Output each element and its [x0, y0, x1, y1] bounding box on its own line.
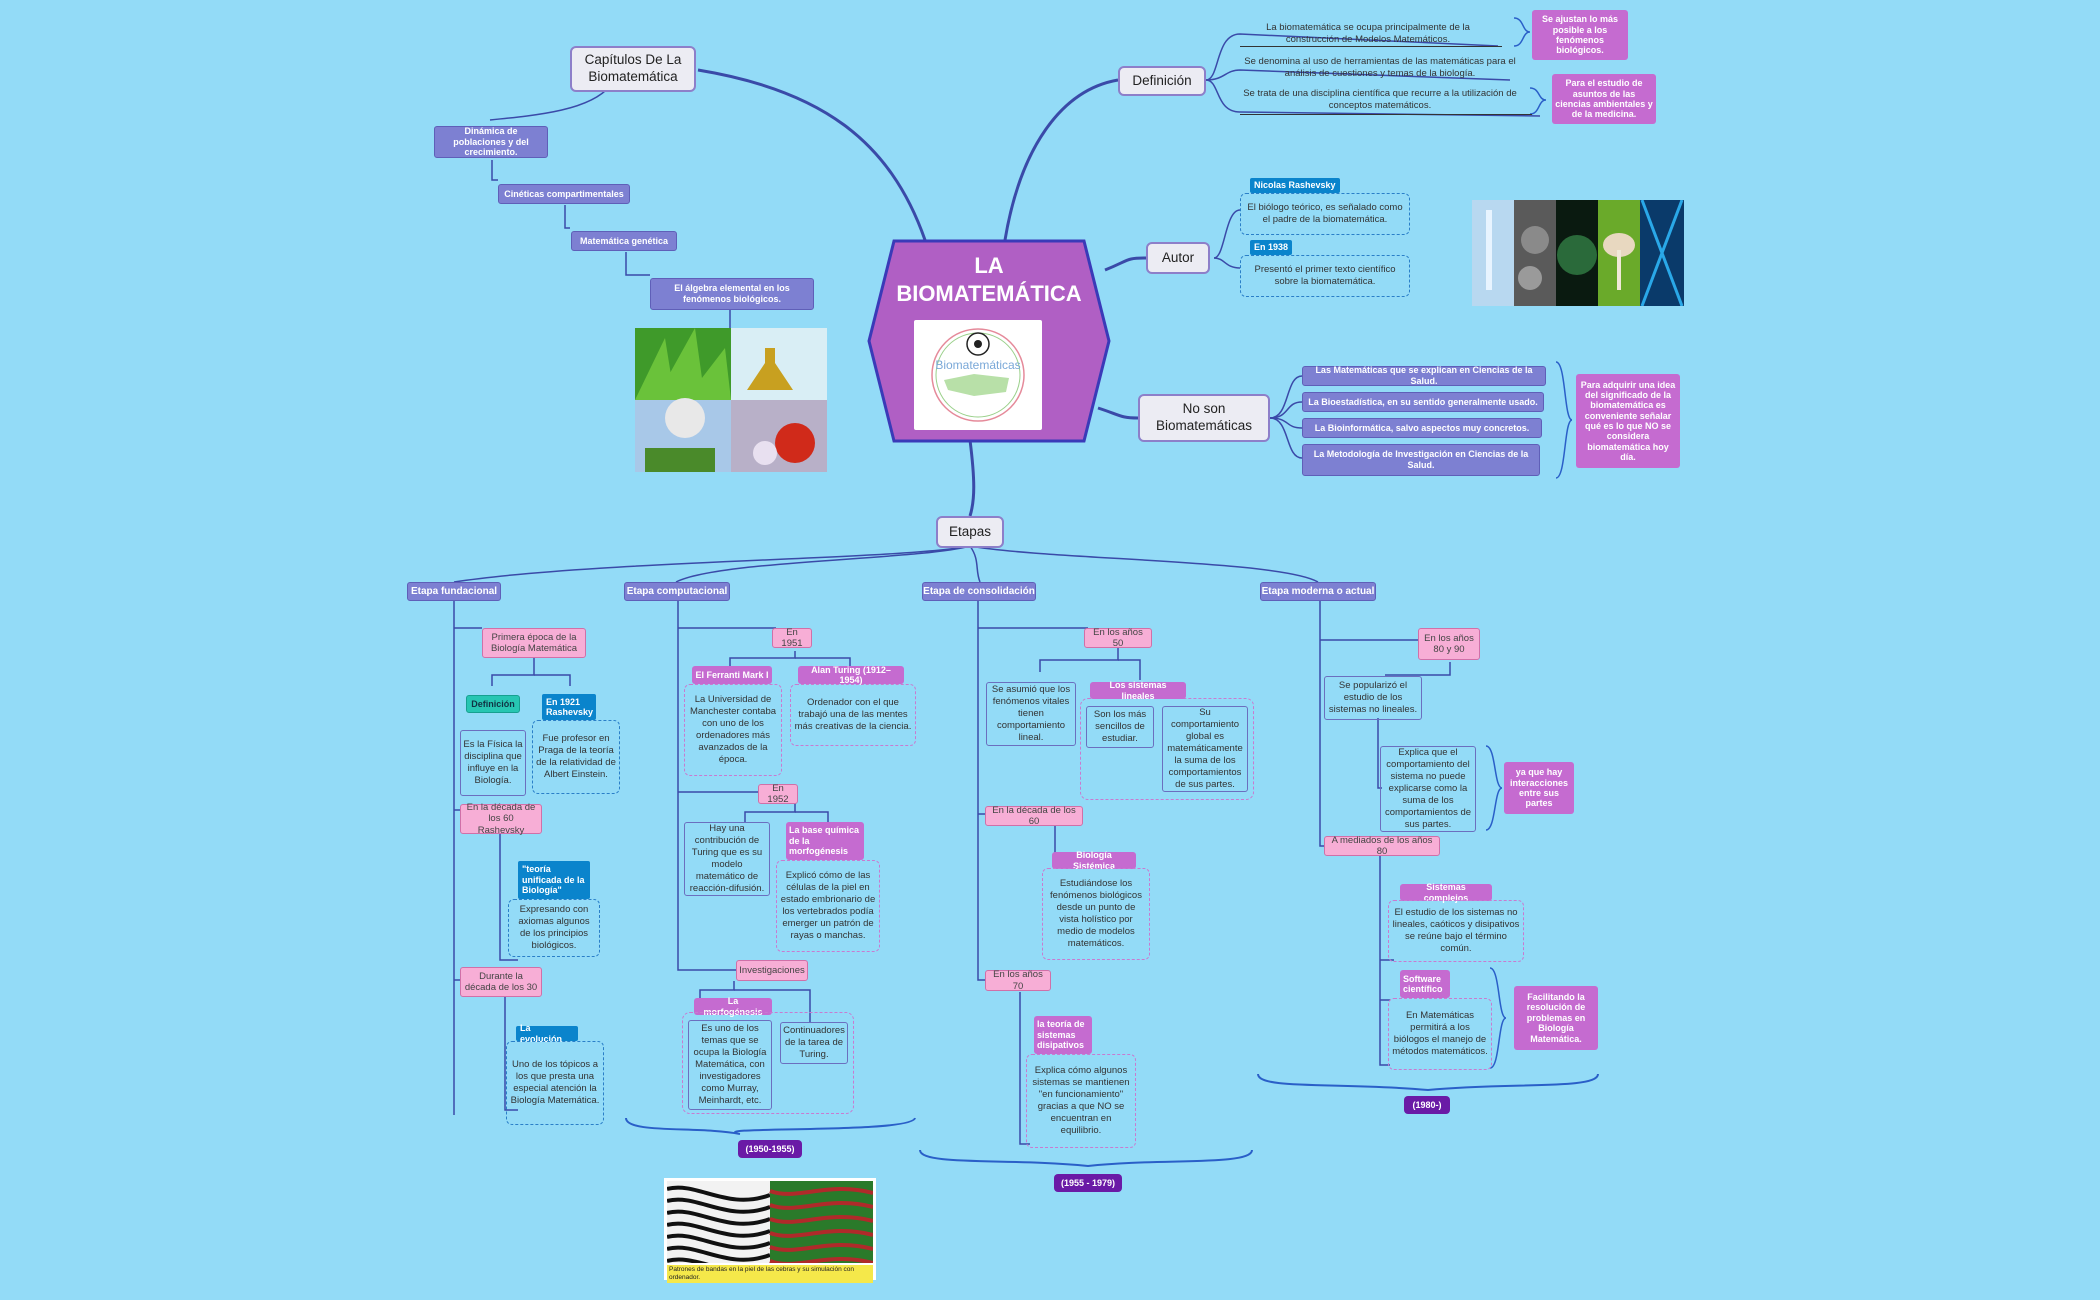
fund-primera[interactable]: Primera época de la Biología Matemática	[482, 628, 586, 658]
mod-software-label: Software científico	[1400, 970, 1450, 998]
mod-interacciones: ya que hay interacciones entre sus parte…	[1504, 762, 1574, 814]
cons-anos50[interactable]: En los años 50	[1084, 627, 1152, 649]
mod-complejos-text: El estudio de los sistemas no lineales, …	[1388, 900, 1524, 962]
autor-text: Presentó el primer texto científico sobr…	[1240, 255, 1410, 297]
central-topic[interactable]: LA BIOMATEMÁTICA Biomatemáticas	[866, 238, 1112, 444]
autor-label-1938: En 1938	[1250, 240, 1293, 255]
autor-text: El biólogo teórico, es señalado como el …	[1240, 193, 1410, 235]
cons-biosis-text: Estudiándose los fenómenos biológicos de…	[1042, 868, 1150, 960]
mod-explica: Explica que el comportamiento del sistem…	[1380, 746, 1476, 832]
fund-evol-label: La evolución	[516, 1023, 578, 1044]
comp-morfo-text: Es uno de los temas que se ocupa la Biol…	[688, 1020, 772, 1110]
noson-note: Para adquirir una idea del significado d…	[1576, 374, 1680, 468]
fund-evol-text: Uno de los tópicos a los que presta una …	[506, 1041, 604, 1125]
comp-morfo-label: La morfogénesis	[694, 996, 772, 1017]
underline	[1240, 46, 1502, 47]
mod-facilitando: Facilitando la resolución de problemas e…	[1514, 986, 1598, 1050]
capitulo-item[interactable]: El álgebra elemental en los fenómenos bi…	[650, 278, 814, 310]
zebra-pattern-image: Patrones de bandas en la piel de las ceb…	[664, 1178, 876, 1283]
comp-turing-text: Ordenador con el que trabajó una de las …	[790, 684, 916, 746]
mod-software-text: En Matemáticas permitirá a los biólogos …	[1388, 998, 1492, 1070]
comp-continuadores: Continuadores de la tarea de Turing.	[780, 1022, 848, 1064]
stage-fundacional[interactable]: Etapa fundacional	[407, 582, 501, 601]
biology-collage-image	[635, 328, 827, 472]
cons-date: (1955 - 1979)	[1054, 1174, 1122, 1192]
definicion-item: La biomatemática se ocupa principalmente…	[1266, 22, 1470, 45]
fund-decada30[interactable]: Durante la década de los 30	[460, 967, 542, 997]
noson-node[interactable]: No son Biomatemáticas	[1138, 394, 1270, 442]
biohazard-icon	[972, 335, 984, 353]
autor-node[interactable]: Autor	[1146, 242, 1210, 274]
logo-text: Biomatemáticas	[935, 358, 1021, 372]
cons-teoria-label: la teoría de sistemas disipativos	[1034, 1016, 1092, 1054]
mod-anos80[interactable]: En los años 80 y 90	[1418, 628, 1480, 660]
comp-date: (1950-1955)	[738, 1140, 802, 1158]
definicion-item: Se denomina al uso de herramientas de la…	[1244, 56, 1516, 79]
comp-morfo-group	[682, 1012, 854, 1114]
comp-invest[interactable]: Investigaciones	[736, 960, 808, 981]
fund-1921-label: En 1921 Rashevsky	[542, 694, 596, 720]
stage-moderna[interactable]: Etapa moderna o actual	[1260, 582, 1376, 601]
comp-1952[interactable]: En 1952	[758, 783, 798, 805]
central-logo: Biomatemáticas	[914, 320, 1042, 430]
stage-computacional[interactable]: Etapa computacional	[624, 582, 730, 601]
stage-consolidacion[interactable]: Etapa de consolidación	[922, 582, 1036, 601]
comp-ferranti-label: El Ferranti Mark I	[692, 666, 772, 684]
mod-popularizo: Se popularizó el estudio de los sistemas…	[1324, 676, 1422, 720]
comp-1951[interactable]: En 1951	[772, 627, 812, 649]
comp-ferranti-text: La Universidad de Manchester contaba con…	[684, 684, 782, 776]
cons-biosis-label: Biología Sistémica	[1052, 850, 1136, 871]
cons-anos70[interactable]: En los años 70	[985, 969, 1051, 992]
cons-sencillos: Son los más sencillos de estudiar.	[1086, 706, 1154, 748]
underline	[1240, 114, 1532, 115]
comp-contrib: Hay una contribución de Turing que es su…	[684, 822, 770, 896]
mod-complejos-label: Sistemas complejos	[1400, 882, 1492, 903]
autor-label-rashevsky: Nicolas Rashevsky	[1250, 178, 1340, 193]
capitulo-item[interactable]: Matemática genética	[571, 231, 677, 251]
capitulo-item[interactable]: Cinéticas compartimentales	[498, 184, 630, 204]
capitulos-node[interactable]: Capítulos De La Biomatemática	[570, 46, 696, 92]
central-title: LA BIOMATEMÁTICA	[896, 253, 1082, 306]
comp-turing-label: Alan Turing (1912–1954)	[798, 665, 904, 685]
cons-comport: Su comportamiento global es matemáticame…	[1162, 706, 1248, 792]
fund-teoria-label: "teoría unificada de la Biología"	[518, 861, 590, 899]
cons-asumio: Se asumió que los fenómenos vitales tien…	[986, 682, 1076, 746]
mod-date: (1980-)	[1404, 1096, 1450, 1114]
nature-strip-image	[1472, 200, 1684, 306]
definicion-item: Se trata de una disciplina científica qu…	[1243, 88, 1517, 111]
noson-item[interactable]: La Metodología de Investigación en Cienc…	[1302, 444, 1540, 476]
cons-decada60[interactable]: En la década de los 60	[985, 805, 1083, 827]
mod-mediados80[interactable]: A mediados de los años 80	[1324, 835, 1440, 857]
cons-teoria-text: Explica cómo algunos sistemas se mantien…	[1026, 1054, 1136, 1148]
noson-item[interactable]: La Bioestadística, en su sentido general…	[1302, 392, 1544, 412]
noson-item[interactable]: Las Matemáticas que se explican en Cienc…	[1302, 365, 1546, 386]
etapas-node[interactable]: Etapas	[936, 516, 1004, 548]
zebra-caption: Patrones de bandas en la piel de las ceb…	[667, 1265, 873, 1283]
noson-item[interactable]: La Bioinformática, salvo aspectos muy co…	[1302, 418, 1542, 438]
fund-1921-text: Fue profesor en Praga de la teoría de la…	[532, 720, 620, 794]
cons-sist-label: Los sistemas lineales	[1090, 680, 1186, 701]
comp-base-label: La base química de la morfogénesis	[786, 822, 864, 860]
comp-base-text: Explicó cómo de las células de la piel e…	[776, 860, 880, 952]
fund-def-text: Es la Física la disciplina que influye e…	[460, 730, 526, 796]
capitulo-item[interactable]: Dinámica de poblaciones y del crecimient…	[434, 126, 548, 158]
definicion-note: Se ajustan lo más posible a los fenómeno…	[1532, 10, 1628, 60]
fund-teoria-text: Expresando con axiomas algunos de los pr…	[508, 899, 600, 957]
definicion-note: Para el estudio de asuntos de las cienci…	[1552, 74, 1656, 124]
fund-decada60[interactable]: En la década de los 60 Rashevsky	[460, 802, 542, 836]
fund-def-label: Definición	[466, 695, 520, 713]
definicion-node[interactable]: Definición	[1118, 66, 1206, 96]
